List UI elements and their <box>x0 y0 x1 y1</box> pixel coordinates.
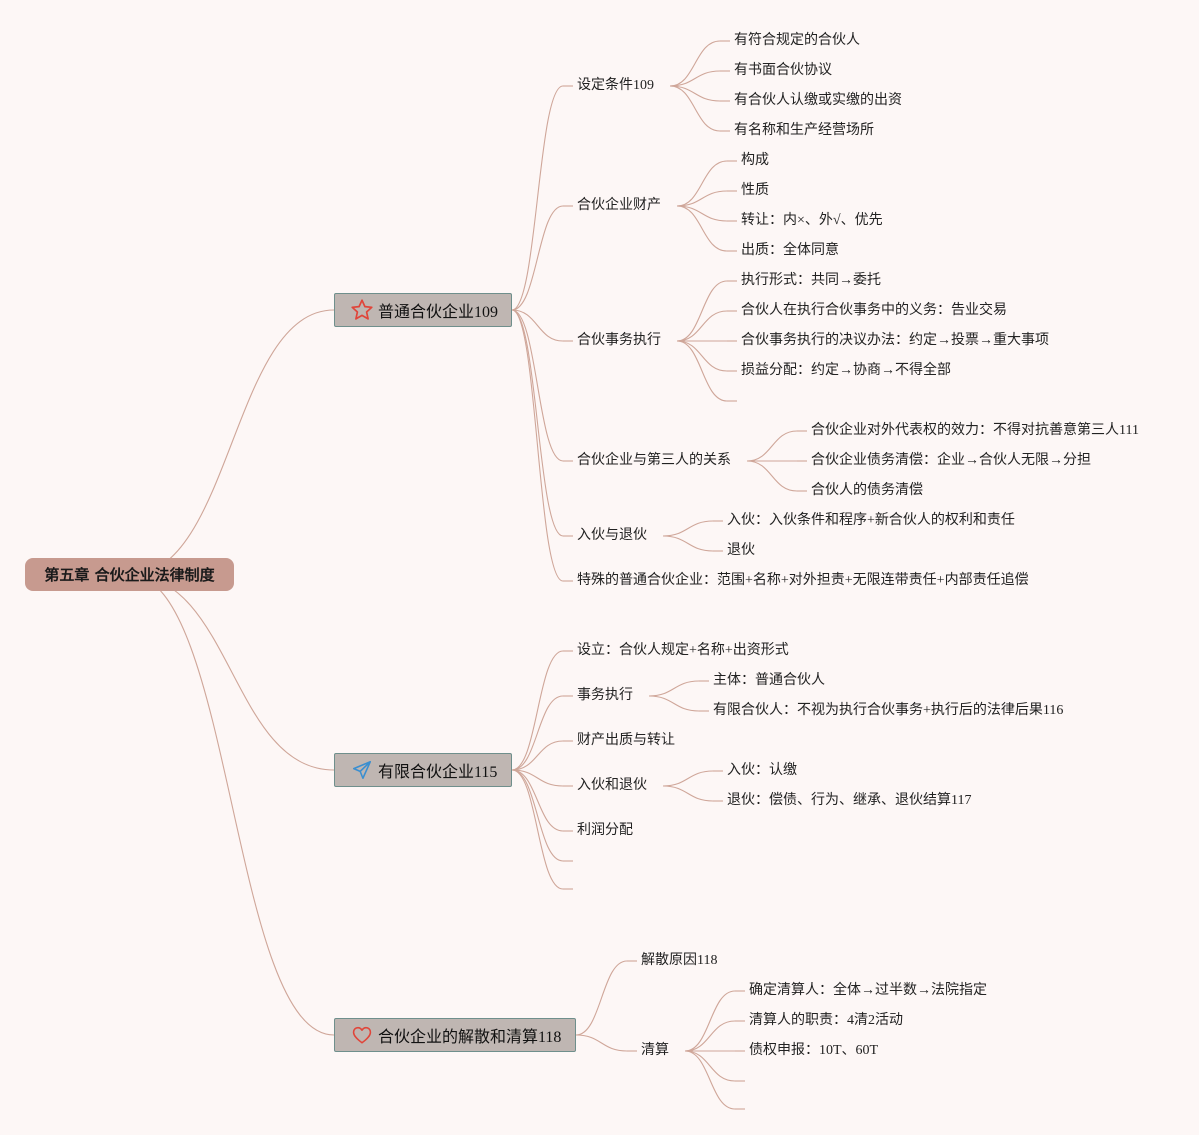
connector-line <box>684 1020 736 1052</box>
connector-line <box>511 769 564 832</box>
branch-limited-partnership[interactable]: 有限合伙企业115 <box>334 753 512 787</box>
topic-admission-withdrawal[interactable]: 入伙与退伙 <box>577 528 647 543</box>
connector-line <box>669 85 721 132</box>
connector-line <box>129 574 335 1036</box>
connector-line <box>676 190 728 207</box>
connector-line <box>129 574 335 771</box>
connector-line <box>129 309 335 576</box>
leaf[interactable]: 退伙 <box>727 543 755 558</box>
connector-line <box>648 695 700 712</box>
leaf[interactable]: 债权申报：10T、60T <box>749 1043 879 1058</box>
star-icon <box>349 297 375 323</box>
connector-line <box>676 280 728 342</box>
topic-affairs-execution[interactable]: 事务执行 <box>577 688 633 703</box>
connector-line <box>669 85 721 102</box>
connector-line <box>662 535 714 552</box>
leaf[interactable]: 合伙事务执行的决议办法：约定→投票→重大事项 <box>741 333 1049 348</box>
leaf[interactable]: 合伙人在执行合伙事务中的义务：告业交易 <box>741 303 1007 318</box>
heart-icon <box>349 1022 375 1048</box>
connector-line <box>575 960 628 1036</box>
leaf[interactable]: 出质：全体同意 <box>741 243 839 258</box>
branch-label: 普通合伙企业109 <box>378 304 499 321</box>
topic-liquidation[interactable]: 清算 <box>641 1043 669 1058</box>
connector-line <box>511 309 564 582</box>
topic-establishment[interactable]: 设立：合伙人规定+名称+出资形式 <box>577 643 789 658</box>
leaf[interactable]: 合伙人的债务清偿 <box>811 483 923 498</box>
leaf[interactable]: 主体：普通合伙人 <box>713 673 825 688</box>
topic-setup-conditions[interactable]: 设定条件109 <box>577 78 654 93</box>
connector-line <box>648 680 700 697</box>
root-topic[interactable]: 第五章 合伙企业法律制度 <box>25 558 234 591</box>
leaf[interactable]: 性质 <box>741 183 769 198</box>
topic-third-party-relations[interactable]: 合伙企业与第三人的关系 <box>577 453 731 468</box>
topic-dissolution-causes[interactable]: 解散原因118 <box>641 953 718 968</box>
connector-line <box>511 650 564 771</box>
connector-line <box>511 309 564 537</box>
connector-line <box>511 309 564 462</box>
connector-line <box>676 205 728 252</box>
connector-line <box>684 1050 736 1082</box>
connector-line <box>511 769 564 890</box>
leaf[interactable]: 构成 <box>741 153 769 168</box>
connector-line <box>684 1050 736 1110</box>
connector-line <box>684 990 736 1052</box>
topic-affairs-execution[interactable]: 合伙事务执行 <box>577 333 661 348</box>
branch-dissolution-liquidation[interactable]: 合伙企业的解散和清算118 <box>334 1018 576 1052</box>
topic-profit-distribution[interactable]: 利润分配 <box>577 823 633 838</box>
connector-line <box>676 160 728 207</box>
leaf[interactable]: 损益分配：约定→协商→不得全部 <box>741 363 951 378</box>
connector-line <box>511 769 564 787</box>
leaf[interactable]: 有名称和生产经营场所 <box>734 123 874 138</box>
connector-line <box>511 309 564 342</box>
connector-line <box>511 769 564 862</box>
connector-line <box>511 695 564 771</box>
connector-line <box>511 205 564 311</box>
leaf[interactable]: 清算人的职责：4清2活动 <box>749 1013 903 1028</box>
connector-line <box>676 310 728 342</box>
connector-line <box>746 460 798 492</box>
connector-line <box>669 70 721 87</box>
connector-line <box>746 430 798 462</box>
leaf[interactable]: 合伙企业对外代表权的效力：不得对抗善意第三人111 <box>811 423 1139 438</box>
connector-line <box>575 1034 628 1052</box>
leaf[interactable]: 有合伙人认缴或实缴的出资 <box>734 93 902 108</box>
branch-general-partnership[interactable]: 普通合伙企业109 <box>334 293 512 327</box>
paper-plane-icon <box>349 757 375 783</box>
topic-special-general-partnership[interactable]: 特殊的普通合伙企业：范围+名称+对外担责+无限连带责任+内部责任追偿 <box>577 573 1029 588</box>
connector-line <box>511 85 564 311</box>
connector-line <box>676 340 728 402</box>
connector-line <box>662 520 714 537</box>
connector-line <box>662 770 714 787</box>
leaf[interactable]: 确定清算人：全体→过半数→法院指定 <box>749 983 987 998</box>
branch-label: 合伙企业的解散和清算118 <box>378 1029 562 1046</box>
leaf[interactable]: 执行形式：共同→委托 <box>741 273 881 288</box>
leaf[interactable]: 有书面合伙协议 <box>734 63 832 78</box>
branch-label: 有限合伙企业115 <box>378 764 498 781</box>
connector-line <box>676 205 728 222</box>
leaf[interactable]: 转让：内×、外√、优先 <box>741 213 883 228</box>
topic-pledge-transfer[interactable]: 财产出质与转让 <box>577 733 675 748</box>
leaf[interactable]: 入伙：入伙条件和程序+新合伙人的权利和责任 <box>727 513 1015 528</box>
connector-line <box>676 340 728 372</box>
topic-admission-withdrawal[interactable]: 入伙和退伙 <box>577 778 647 793</box>
leaf[interactable]: 有符合规定的合伙人 <box>734 33 860 48</box>
leaf[interactable]: 退伙：偿债、行为、继承、退伙结算117 <box>727 793 972 808</box>
leaf[interactable]: 合伙企业债务清偿：企业→合伙人无限→分担 <box>811 453 1091 468</box>
connector-line <box>669 40 721 87</box>
leaf[interactable]: 入伙：认缴 <box>727 763 797 778</box>
topic-partnership-property[interactable]: 合伙企业财产 <box>577 198 661 213</box>
leaf[interactable]: 有限合伙人：不视为执行合伙事务+执行后的法律后果116 <box>713 703 1064 718</box>
connector-line <box>511 740 564 771</box>
connector-line <box>662 785 714 802</box>
